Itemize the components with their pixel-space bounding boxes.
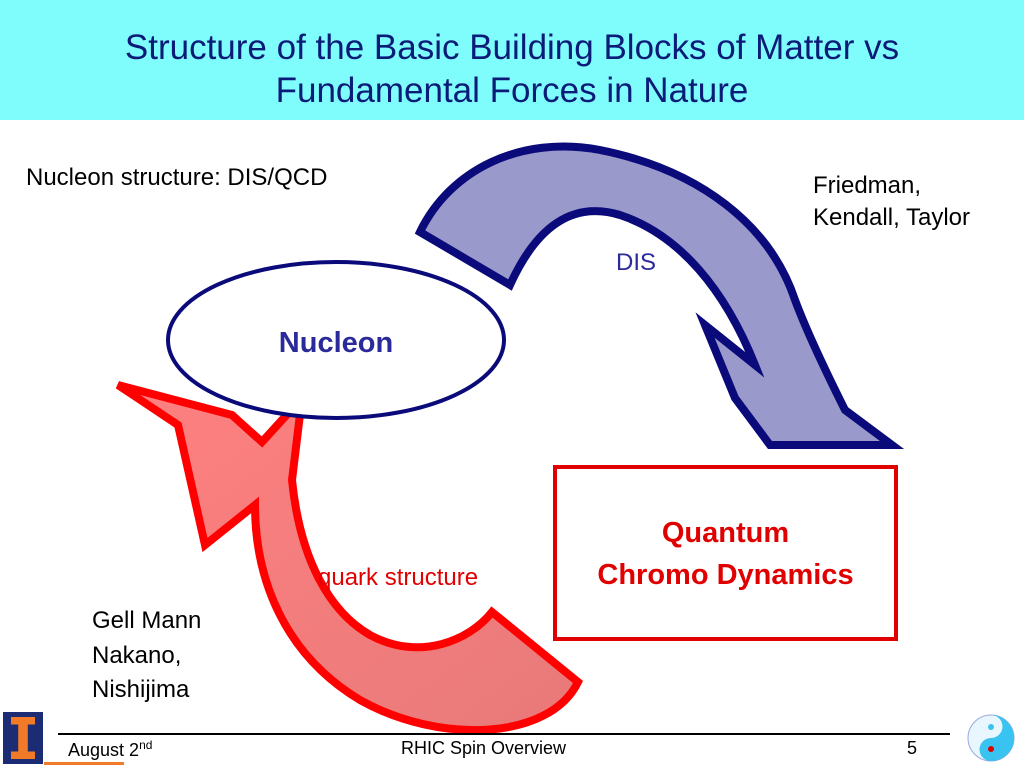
nucleon-node xyxy=(166,260,506,420)
friedman-label: Friedman, xyxy=(813,172,922,199)
title-bar xyxy=(0,0,1024,120)
kendall-taylor-label: Kendall, Taylor xyxy=(813,204,970,231)
qcd-text-line2: Chromo Dynamics xyxy=(597,559,854,591)
footer-date-text: August 2 xyxy=(68,740,140,760)
slide-title: Structure of the Basic Building Blocks o… xyxy=(0,26,1024,112)
footer-divider xyxy=(58,733,950,735)
gell-mann-label: Gell Mann xyxy=(92,607,202,634)
page-number: 5 xyxy=(907,738,918,758)
slide-title-line1: Structure of the Basic Building Blocks o… xyxy=(124,28,900,67)
footer-accent-rule xyxy=(44,762,124,765)
footer-date: August 2nd xyxy=(68,738,152,761)
dis-label: DIS xyxy=(616,249,657,276)
dis-arrow xyxy=(414,142,905,449)
university-logo xyxy=(3,712,43,764)
qcd-node xyxy=(553,465,898,641)
quark-structure-label: quark structure xyxy=(318,564,479,591)
nucleon-text: Nucleon xyxy=(278,327,394,359)
footer-date-sup: nd xyxy=(139,738,153,752)
quark-structure-arrow xyxy=(115,381,583,734)
nishijima-label: Nishijima xyxy=(92,676,190,703)
slide-title-line2: Fundamental Forces in Nature xyxy=(275,71,749,110)
footer-title: RHIC Spin Overview xyxy=(401,738,567,758)
qcd-text-line1: Quantum xyxy=(661,517,790,549)
nakano-label: Nakano, xyxy=(92,642,182,669)
rhic-spin-logo xyxy=(967,714,1015,762)
qcd-text: Quantum Chromo Dynamics xyxy=(555,512,896,596)
nucleon-structure-label: Nucleon structure: DIS/QCD xyxy=(26,164,328,191)
